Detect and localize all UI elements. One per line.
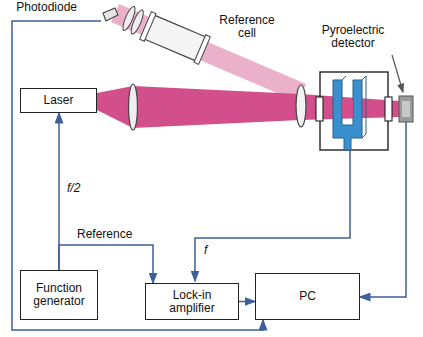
beam-splitter — [296, 85, 306, 127]
node-label: Lock-in amplifier — [150, 289, 234, 315]
node-label: Function generator — [25, 282, 93, 308]
node-shape — [101, 8, 119, 22]
node-shape — [399, 96, 413, 122]
function-generator-box: Function generator — [20, 270, 98, 320]
signal-name: f — [203, 244, 208, 257]
signal-connector — [239, 301, 255, 303]
cell-window — [385, 97, 392, 121]
signal-connector — [360, 122, 406, 297]
detector-symbol — [399, 96, 413, 122]
cell-window — [316, 97, 323, 121]
pc-box: PC — [255, 273, 360, 320]
photodiode: Photodiode — [101, 8, 119, 22]
edge-label: Reference — [76, 228, 133, 241]
lens — [129, 84, 138, 130]
tuning-fork — [333, 80, 362, 150]
node-label: Photodiode — [16, 1, 77, 14]
laser-box: Laser — [20, 88, 97, 113]
node-label: Laser — [43, 94, 73, 107]
reference-cell — [120, 3, 210, 64]
pyroelectric-detector: Pyroelectric detector — [399, 96, 413, 122]
lock-in-box: Lock-in amplifier — [145, 283, 239, 320]
leader-line — [392, 55, 403, 92]
signal-wire — [195, 150, 350, 281]
photodiode-symbol — [103, 8, 118, 21]
cell-housing — [320, 72, 388, 150]
laser-beam — [342, 100, 353, 117]
node-label: PC — [299, 290, 316, 303]
signal-connector — [12, 21, 263, 330]
node-label: Pyroelectric detector — [313, 24, 393, 50]
part-label: Reference cell — [214, 14, 280, 40]
detector-face — [402, 101, 410, 117]
tuning-fork-edge — [342, 76, 366, 138]
edge-label: f/2 — [66, 182, 81, 195]
